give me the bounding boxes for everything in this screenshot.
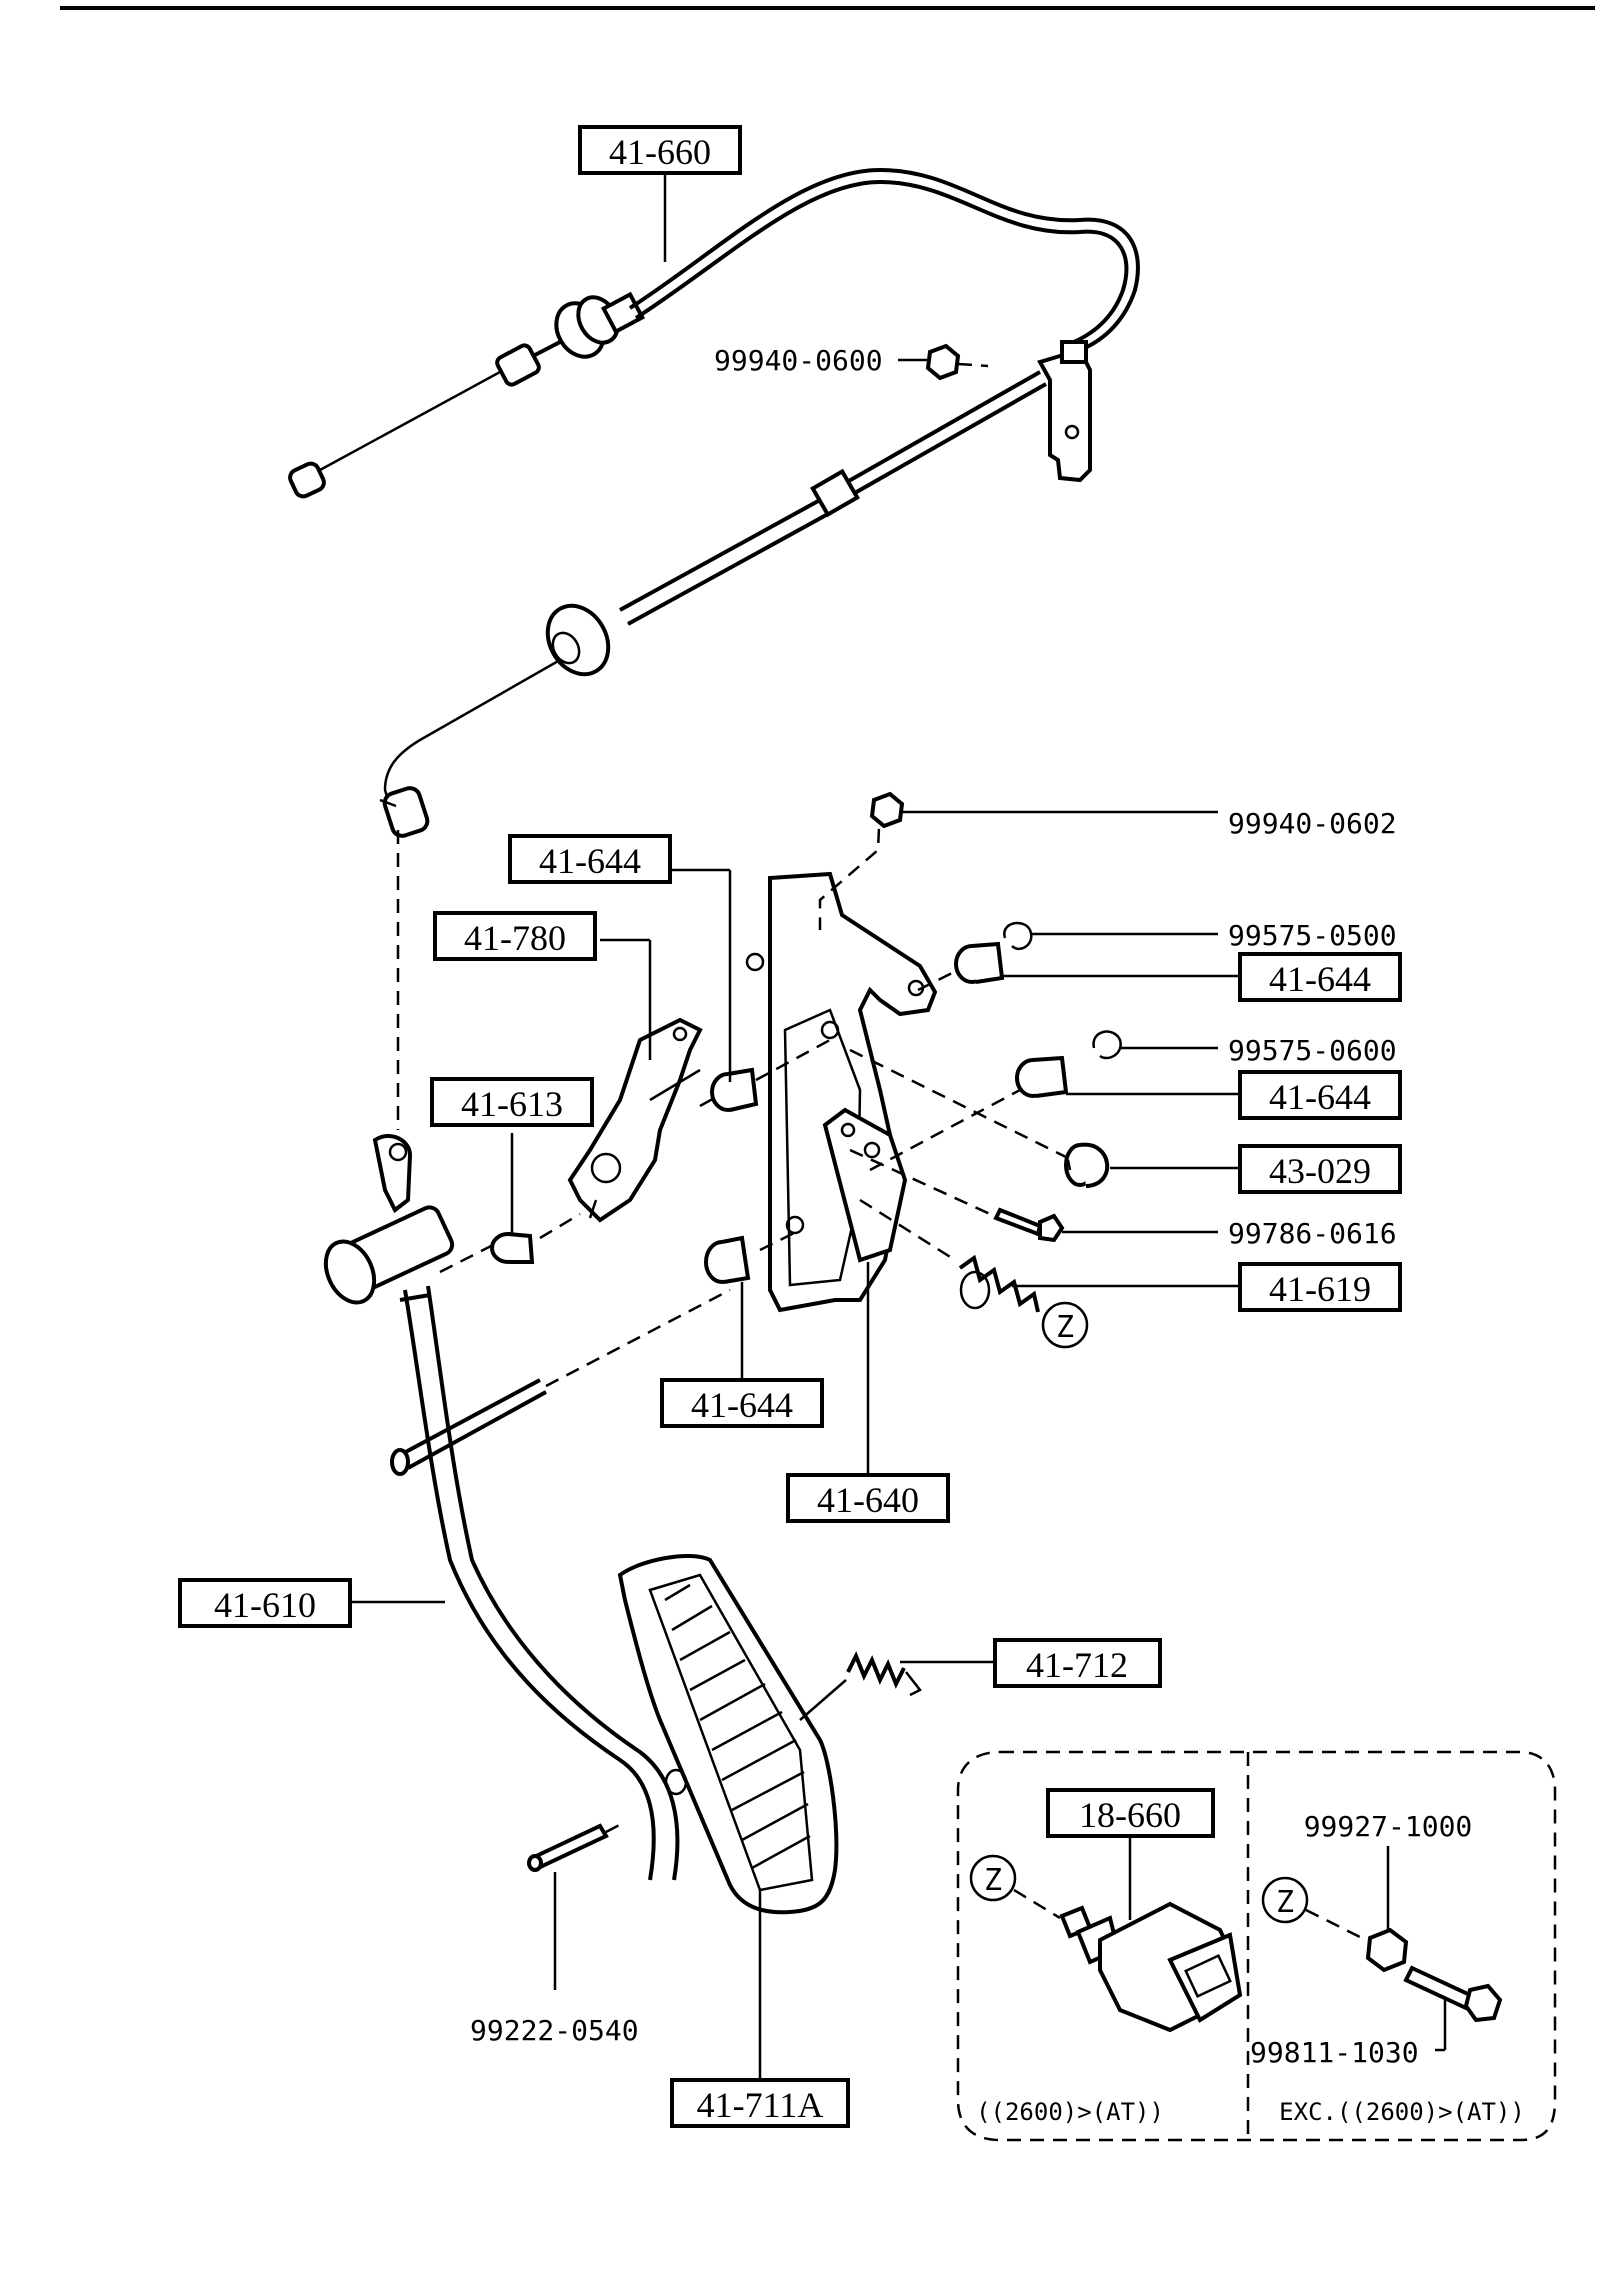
label-41-613: 41-613	[430, 1077, 594, 1127]
pedal-bracket[interactable]	[745, 871, 938, 1313]
brake-switch-18-660[interactable]	[1059, 1901, 1243, 2033]
label-41-619: 41-619	[1238, 1262, 1402, 1312]
label-99222-0540: 99222-0540	[470, 2014, 639, 2047]
svg-text:43-029: 43-029	[1269, 1151, 1371, 1191]
label-41-610: 41-610	[178, 1578, 352, 1628]
bushing-41-613[interactable]	[490, 1232, 535, 1264]
spring-41-712[interactable]	[799, 1651, 922, 1721]
label-43-029: 43-029	[1238, 1144, 1402, 1194]
label-41-640: 41-640	[786, 1473, 950, 1523]
svg-text:41-610: 41-610	[214, 1585, 316, 1625]
label-99927-1000: 99927-1000	[1304, 1810, 1473, 1843]
label-41-644-right-lower: 41-644	[1238, 1070, 1402, 1120]
label-99940-0600: 99940-0600	[714, 344, 883, 377]
label-41-644-right-upper: 41-644	[1238, 952, 1402, 1002]
svg-text:Z: Z	[1056, 1310, 1074, 1345]
svg-text:18-660: 18-660	[1079, 1795, 1181, 1835]
svg-text:Z: Z	[984, 1863, 1002, 1898]
callout-z-left-inset: Z	[969, 1854, 1017, 1902]
label-18-660: 18-660	[1046, 1788, 1215, 1838]
svg-text:41-640: 41-640	[817, 1480, 919, 1520]
svg-text:41-780: 41-780	[464, 918, 566, 958]
svg-text:41-644: 41-644	[539, 841, 641, 881]
label-99786-0616: 99786-0616	[1228, 1217, 1397, 1250]
callout-z-right-inset: Z	[1261, 1876, 1309, 1924]
label-41-780: 41-780	[433, 911, 597, 961]
label-99575-0600: 99575-0600	[1228, 1034, 1397, 1067]
bushing-41-644-left[interactable]	[699, 1038, 831, 1112]
pedal-pad[interactable]	[617, 1553, 839, 1915]
label-99940-0602: 99940-0602	[1228, 807, 1397, 840]
label-41-711a: 41-711A	[670, 2078, 850, 2128]
svg-text:41-644: 41-644	[1269, 959, 1371, 999]
clip-99575-0500[interactable]	[1003, 921, 1033, 951]
svg-text:41-644: 41-644	[691, 1385, 793, 1425]
nut-99940-0600[interactable]	[898, 343, 989, 381]
label-41-644-bottom: 41-644	[660, 1378, 824, 1428]
pin-99222-0540[interactable]	[527, 1820, 626, 1872]
svg-text:41-711A: 41-711A	[697, 2085, 824, 2125]
spring-41-619[interactable]	[859, 1198, 1040, 1313]
clip-99575-0600[interactable]	[1092, 1030, 1122, 1060]
svg-text:41-712: 41-712	[1026, 1645, 1128, 1685]
label-99575-0500: 99575-0500	[1228, 919, 1397, 952]
label-41-660: 41-660	[578, 125, 742, 175]
bolt-99811-1030[interactable]	[1403, 1965, 1503, 2023]
bushing-41-644-upper-right[interactable]	[917, 941, 1005, 992]
inset-box: 18-660 Z ((2600)>(AT)) 99927-1000 Z	[956, 1750, 1557, 2142]
bushing-41-644-middle-right[interactable]	[869, 1055, 1069, 1172]
inset-caption-left: ((2600)>(AT))	[976, 2098, 1164, 2126]
bushing-41-644-lower[interactable]	[704, 1228, 801, 1284]
screw-99786-0616[interactable]	[849, 1148, 1065, 1243]
svg-text:41-644: 41-644	[1269, 1077, 1371, 1117]
nut-99927-1000[interactable]	[1365, 1927, 1409, 1973]
stopper-43-029[interactable]	[849, 1048, 1110, 1188]
leader-lines	[352, 175, 1240, 2080]
label-41-712: 41-712	[993, 1638, 1162, 1688]
accelerator-cable[interactable]	[287, 167, 1140, 838]
svg-text:41-613: 41-613	[461, 1084, 563, 1124]
label-41-644-top-left: 41-644	[508, 834, 672, 884]
svg-text:41-660: 41-660	[609, 132, 711, 172]
svg-text:Z: Z	[1276, 1885, 1294, 1920]
svg-text:41-619: 41-619	[1269, 1269, 1371, 1309]
label-99811-1030: 99811-1030	[1250, 2036, 1419, 2069]
pedal-stopper-41-780[interactable]	[567, 1017, 703, 1223]
nut-99940-0602[interactable]	[818, 791, 905, 930]
callout-z-main: Z	[1041, 1301, 1089, 1349]
inset-caption-right: EXC.((2600)>(AT))	[1279, 2098, 1525, 2126]
